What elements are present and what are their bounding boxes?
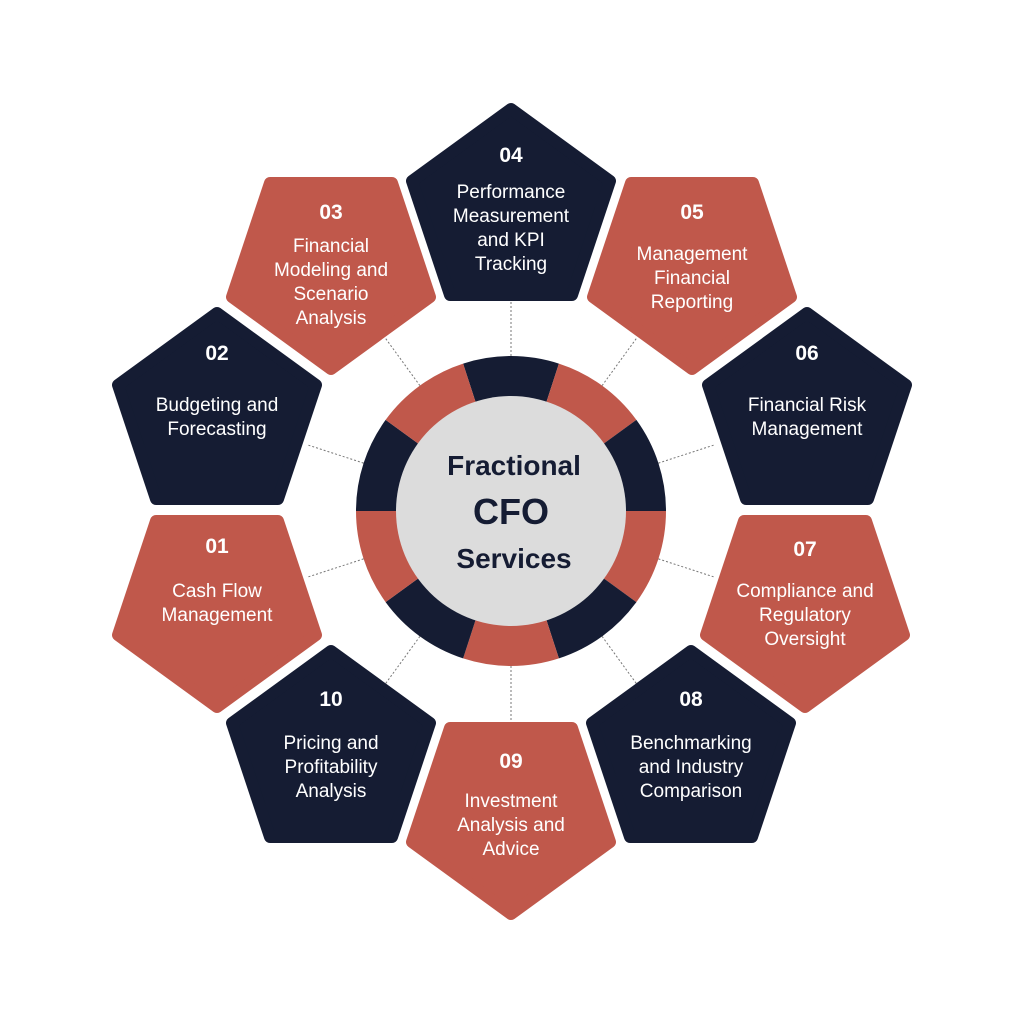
connector-line <box>384 636 421 686</box>
pentagon-shape <box>112 515 322 713</box>
pentagon-shape <box>406 103 616 301</box>
ring-segment <box>385 578 476 659</box>
item-label-line: Modeling and <box>274 260 388 281</box>
pentagon-shape <box>587 177 797 375</box>
item-label-line: Pricing and <box>283 733 378 754</box>
ring-segment <box>463 356 559 403</box>
center-title-line-2: CFO <box>473 491 549 532</box>
ring-segment <box>603 419 666 511</box>
item-number: 05 <box>680 201 704 224</box>
item-label-line: Investment <box>465 791 559 812</box>
connector-line <box>306 444 364 464</box>
pentagon-shape <box>700 515 910 713</box>
connector-line <box>384 336 421 386</box>
connector-line <box>601 636 638 686</box>
item-number: 02 <box>205 342 228 365</box>
item-number: 08 <box>679 688 703 711</box>
item-label-line: Forecasting <box>167 419 266 440</box>
item-label-line: Performance <box>457 182 566 203</box>
item-label-line: Financial <box>654 268 730 289</box>
item-label-line: Measurement <box>453 206 570 227</box>
item-label-line: Profitability <box>285 757 378 778</box>
center-disk <box>396 396 626 626</box>
item-label-line: Financial <box>293 236 369 257</box>
connector-line <box>306 558 364 578</box>
item-label-line: Benchmarking <box>630 733 751 754</box>
ring-segment <box>385 363 476 444</box>
item-label-line: Tracking <box>475 254 547 275</box>
item-number: 01 <box>205 535 229 558</box>
item-label-line: Management <box>637 244 749 265</box>
center-ring <box>356 356 666 666</box>
center-title-line-1: Fractional <box>447 450 581 481</box>
pentagon-shape <box>226 177 436 375</box>
pentagon-shape <box>226 645 436 843</box>
item-number: 07 <box>793 538 816 561</box>
item-number: 03 <box>319 201 342 224</box>
item-label-line: Scenario <box>294 284 369 305</box>
pentagon-shape <box>112 307 322 505</box>
ring-segment <box>356 511 419 603</box>
ring-segment <box>546 363 637 444</box>
item-label-line: Oversight <box>764 629 846 650</box>
item-label-line: Analysis <box>296 781 367 802</box>
ring-segment <box>603 511 666 603</box>
item-label-line: Budgeting and <box>156 395 279 416</box>
item-label-line: Comparison <box>640 781 742 802</box>
item-label-line: Reporting <box>651 292 733 313</box>
item-number: 06 <box>795 342 818 365</box>
item-number: 10 <box>319 688 342 711</box>
pentagon-shape <box>586 645 796 843</box>
item-number: 04 <box>499 144 523 167</box>
pentagon-shape <box>702 307 912 505</box>
ring-segment <box>356 419 419 511</box>
item-label-line: Financial Risk <box>748 395 867 416</box>
item-label-line: and KPI <box>477 230 545 251</box>
connector-line <box>658 444 716 464</box>
pentagon-shape <box>406 722 616 920</box>
connector-line <box>658 558 716 578</box>
item-label-line: Compliance and <box>736 581 873 602</box>
item-label-line: Advice <box>482 839 539 860</box>
ring-segment <box>463 619 559 666</box>
item-label-line: Management <box>162 605 274 626</box>
item-label-line: Analysis <box>296 308 367 329</box>
item-label-line: and Industry <box>639 757 744 778</box>
item-number: 09 <box>499 750 522 773</box>
item-label-line: Analysis and <box>457 815 565 836</box>
item-label-line: Cash Flow <box>172 581 262 602</box>
item-label-line: Management <box>752 419 864 440</box>
connectors <box>306 296 716 726</box>
ring-segment <box>546 578 637 659</box>
connector-line <box>601 336 638 386</box>
item-label-line: Regulatory <box>759 605 851 626</box>
center-title-line-3: Services <box>456 543 571 574</box>
